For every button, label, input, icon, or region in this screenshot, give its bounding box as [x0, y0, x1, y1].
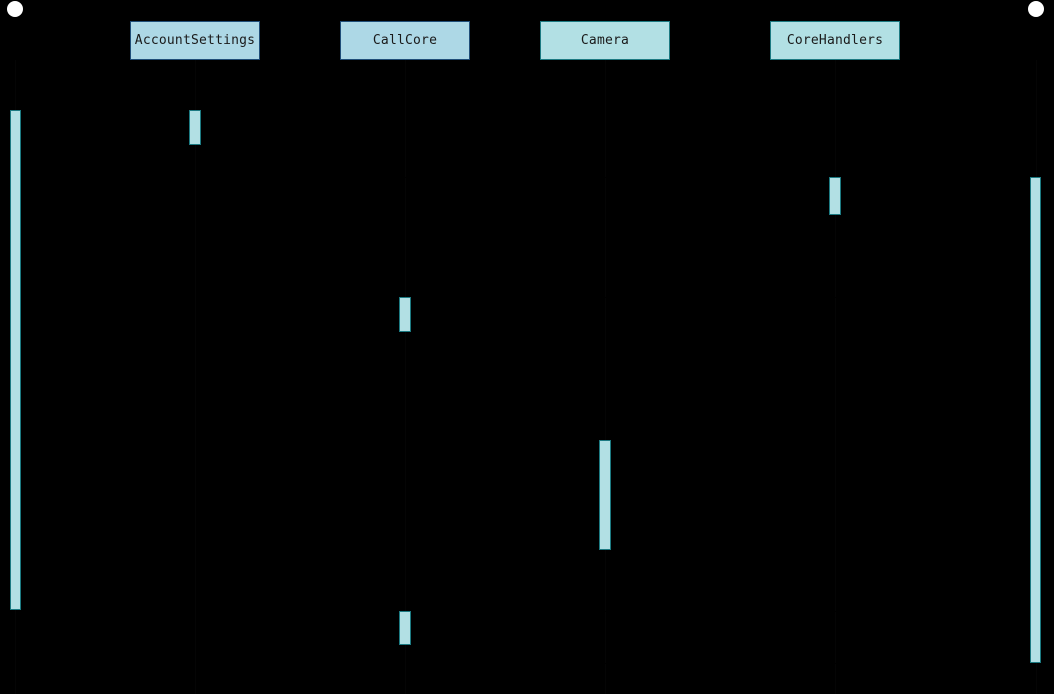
activation-actor-right[interactable]: [1030, 177, 1041, 663]
participant-label-core-handlers: CoreHandlers: [786, 33, 884, 48]
lifeline-camera: [605, 60, 606, 694]
message-arrow-5-icon: [592, 436, 599, 444]
activation-call-core-1[interactable]: [399, 297, 411, 332]
message-arrow-6-icon: [411, 546, 418, 554]
message-line-3: [841, 186, 1030, 187]
message-arrow-7-icon: [411, 607, 418, 615]
participant-label-camera: Camera: [580, 33, 630, 48]
message-line-8: [411, 663, 1030, 664]
message-line-7: [411, 611, 1030, 612]
participant-label-account-settings: AccountSettings: [134, 33, 256, 48]
activation-actor-left[interactable]: [10, 110, 21, 610]
message-line-2: [201, 177, 829, 178]
message-arrow-3-icon: [1023, 182, 1030, 190]
message-arrow-8-icon: [1023, 659, 1030, 667]
activation-core-handlers[interactable]: [829, 177, 841, 215]
participant-call-core[interactable]: CallCore: [340, 21, 470, 60]
message-line-6: [411, 550, 599, 551]
activation-camera[interactable]: [599, 440, 611, 550]
message-arrow-4-icon: [411, 293, 418, 301]
message-line-5: [411, 440, 599, 441]
message-line-1: [15, 110, 189, 111]
message-arrow-1-icon: [182, 106, 189, 114]
actor-head-left-icon: [7, 1, 23, 17]
participant-core-handlers[interactable]: CoreHandlers: [770, 21, 900, 60]
participant-account-settings[interactable]: AccountSettings: [130, 21, 260, 60]
participant-label-call-core: CallCore: [372, 33, 438, 48]
lifeline-core-handlers: [835, 60, 836, 694]
activation-account-settings[interactable]: [189, 110, 201, 145]
message-arrow-2-icon: [822, 173, 829, 181]
activation-call-core-2[interactable]: [399, 611, 411, 645]
lifeline-call-core: [405, 60, 406, 694]
lifeline-account-settings: [195, 60, 196, 694]
message-line-4: [411, 297, 1030, 298]
participant-camera[interactable]: Camera: [540, 21, 670, 60]
actor-head-right-icon: [1028, 1, 1044, 17]
